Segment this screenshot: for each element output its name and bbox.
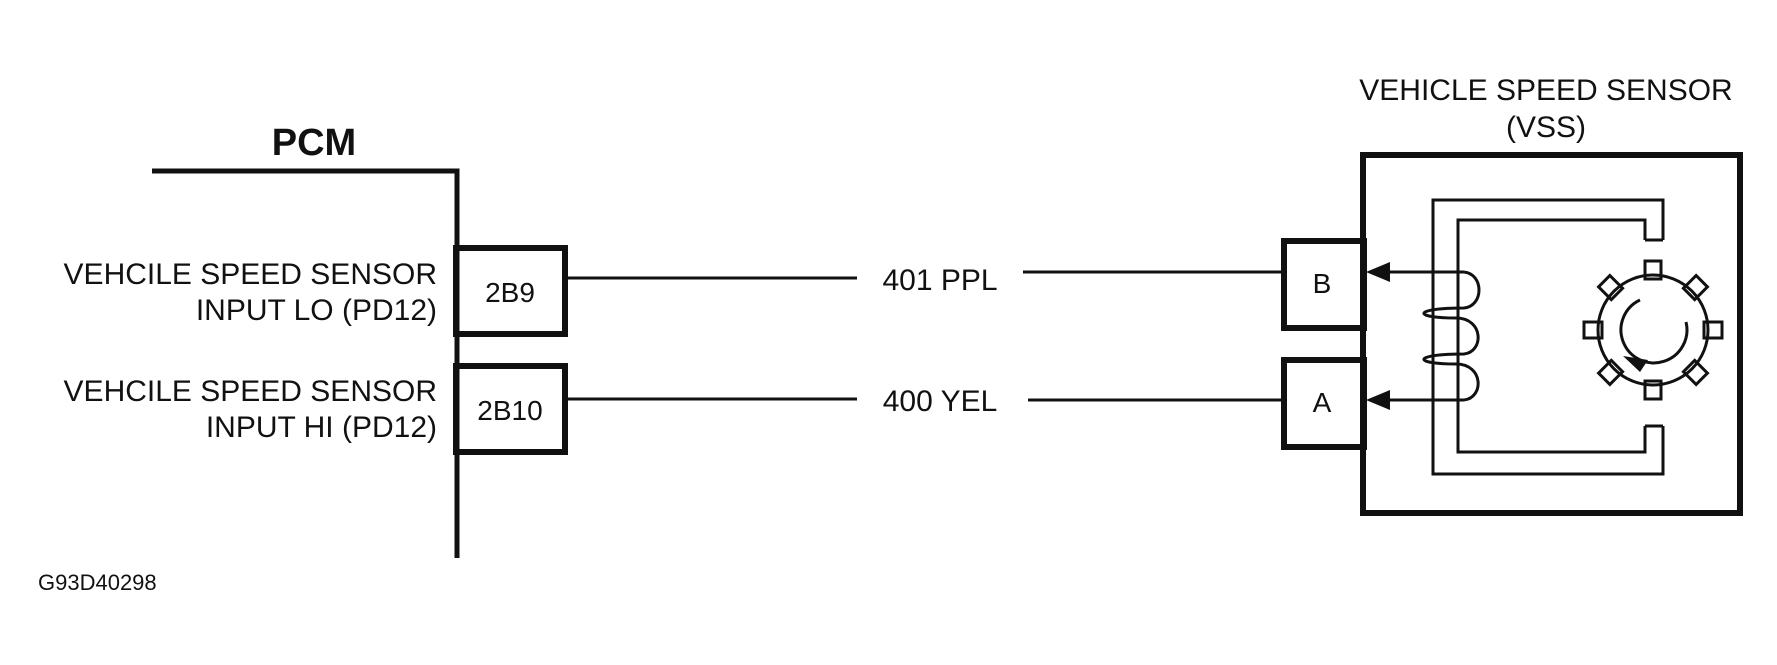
vss-title-line1: VEHICLE SPEED SENSOR bbox=[1359, 74, 1732, 107]
vss-reluctor-rim bbox=[1596, 273, 1710, 387]
vss-reluctor-tooth bbox=[1596, 273, 1625, 302]
vss-pole-piece-inner bbox=[1456, 218, 1647, 454]
pcm-pin-2b9-label-line1: VEHCILE SPEED SENSOR bbox=[64, 258, 437, 291]
pcm-pin-2b9-box bbox=[453, 245, 568, 337]
vss-module: VEHICLE SPEED SENSOR (VSS) B A bbox=[1281, 74, 1743, 516]
pcm-module: PCM VEHCILE SPEED SENSOR INPUT LO (PD12)… bbox=[64, 122, 568, 558]
vss-terminal-b-label: B bbox=[1313, 268, 1332, 299]
vss-reluctor-tooth bbox=[1681, 358, 1710, 387]
pcm-pin-2b10-label-line1: VEHCILE SPEED SENSOR bbox=[64, 375, 437, 408]
pcm-pin-2b10: VEHCILE SPEED SENSOR INPUT HI (PD12) 2B1… bbox=[64, 363, 568, 455]
vss-reluctor-tooth bbox=[1681, 273, 1710, 302]
wire-400-circuit-label: 400 YEL bbox=[883, 385, 998, 418]
vss-housing bbox=[1360, 152, 1743, 516]
pcm-pin-2b9-label-line2: INPUT LO (PD12) bbox=[196, 294, 437, 327]
vss-rotation-arc bbox=[1619, 298, 1689, 365]
vss-arrow-a-icon bbox=[1366, 390, 1390, 410]
vss-pickup-coil bbox=[1366, 262, 1481, 410]
wire-400: 400 YEL bbox=[565, 385, 1285, 418]
vss-terminal-a-box bbox=[1281, 357, 1367, 450]
vss-pole-piece-outer bbox=[1431, 198, 1665, 476]
wire-401: 401 PPL bbox=[565, 264, 1285, 297]
pcm-pin-2b9: VEHCILE SPEED SENSOR INPUT LO (PD12) 2B9 bbox=[64, 245, 568, 337]
pcm-title: PCM bbox=[272, 122, 356, 164]
vss-coil-winding bbox=[1422, 270, 1481, 402]
figure-code: G93D40298 bbox=[38, 570, 157, 595]
vss-reluctor-tooth bbox=[1596, 358, 1625, 387]
pcm-pin-2b9-number: 2B9 bbox=[485, 277, 535, 308]
vss-pole-piece bbox=[1431, 198, 1665, 476]
pcm-housing-outline bbox=[152, 168, 460, 558]
vss-terminal-a-label: A bbox=[1313, 387, 1332, 418]
vss-rotation-arrow-icon bbox=[1623, 356, 1648, 372]
vss-terminal-b-box bbox=[1281, 238, 1367, 331]
pcm-pin-2b10-box bbox=[453, 363, 568, 455]
vss-arrow-b-icon bbox=[1366, 262, 1390, 282]
pcm-pin-2b10-number: 2B10 bbox=[477, 395, 542, 426]
vss-title-line2: (VSS) bbox=[1506, 111, 1586, 144]
vss-reluctor-wheel bbox=[1582, 259, 1724, 401]
wire-401-circuit-label: 401 PPL bbox=[882, 264, 997, 297]
pcm-pin-2b10-label-line2: INPUT HI (PD12) bbox=[206, 411, 437, 444]
